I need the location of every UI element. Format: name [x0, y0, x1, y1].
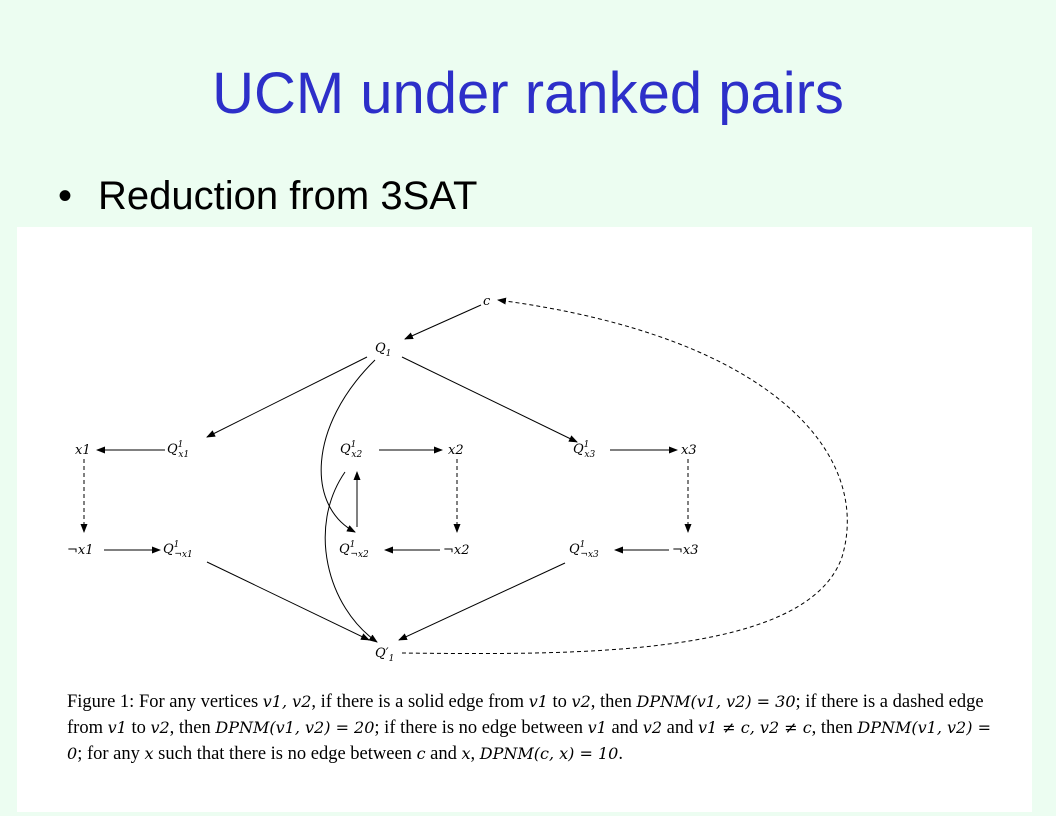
caption-text: ; if there is no edge between	[374, 718, 588, 738]
caption-text: and	[662, 718, 698, 738]
caption-math: DPNM(v1, v2) = 0	[67, 718, 991, 763]
caption-math: x	[144, 744, 154, 763]
caption-math: v1	[587, 718, 607, 737]
caption-label: Figure 1:	[67, 692, 135, 712]
node-x2: x2	[448, 443, 464, 458]
bullet-item: • Reduction from 3SAT	[58, 172, 477, 220]
caption-text: , then	[169, 718, 216, 738]
node-not-x2: ¬x2	[443, 543, 470, 558]
caption-text: to	[126, 718, 151, 738]
caption-math: v1	[107, 718, 127, 737]
caption-text: ,	[470, 744, 480, 764]
node-not-x1: ¬x1	[67, 543, 94, 558]
node-Qnx3: Q1¬x3	[569, 540, 599, 560]
caption-text: and	[425, 744, 462, 764]
node-x3: x3	[681, 443, 697, 458]
node-Q1-prime: Q′1	[375, 646, 394, 664]
caption-text: ; if there is a dashed edge from	[67, 692, 984, 738]
caption-text: .	[618, 744, 623, 764]
edge-Qx2-Q1p	[324, 471, 378, 643]
caption-text: For any vertices	[138, 692, 263, 712]
caption-math: v1, v2	[262, 692, 312, 711]
bullet-text: Reduction from 3SAT	[98, 174, 478, 218]
caption-text: ; for any	[77, 744, 145, 764]
caption-math: DPNM(v1, v2) = 20	[215, 718, 375, 737]
caption-math: x	[461, 744, 471, 763]
edge-Qnx3-Q1p	[398, 562, 566, 641]
node-not-x3: ¬x3	[672, 543, 699, 558]
edge-Qnx1-Q1p	[206, 561, 370, 641]
node-Qnx2: Q1¬x2	[339, 540, 369, 560]
caption-math: v1	[528, 692, 548, 711]
node-x1: x1	[75, 443, 91, 458]
edge-Q1-Qx3	[401, 356, 578, 443]
edge-Q1-Qnx2	[320, 359, 376, 533]
bullet-dot: •	[58, 174, 73, 218]
edge-c-Q1	[404, 304, 482, 340]
caption-body: For any vertices v1, v2, if there is a s…	[67, 692, 991, 764]
caption-math: v2	[150, 718, 170, 737]
caption-math: DPNM(v1, v2) = 30	[636, 692, 796, 711]
node-Qnx1: Q1¬x1	[163, 540, 193, 560]
caption-text: and	[606, 718, 643, 738]
caption-text: such that there is no edge between	[153, 744, 417, 764]
caption-math: c	[416, 744, 426, 763]
caption-text: , if there is a solid edge from	[311, 692, 529, 712]
node-Q1: Q1	[375, 341, 391, 359]
slide-title: UCM under ranked pairs	[212, 61, 844, 126]
edge-Q1p-c	[401, 297, 848, 655]
caption-math: v2	[642, 718, 663, 737]
caption-text: , then	[811, 718, 858, 738]
caption-math: v2	[571, 692, 591, 711]
node-c: c	[483, 294, 491, 309]
caption-text: , then	[590, 692, 637, 712]
caption-math: v1 ≠ c, v2 ≠ c	[697, 718, 812, 737]
caption-text: to	[547, 692, 572, 712]
caption-math: DPNM(c, x) = 10	[479, 744, 619, 763]
edge-Q1-Qx1	[206, 356, 368, 438]
figure-caption: Figure 1: For any vertices v1, v2, if th…	[67, 689, 997, 767]
